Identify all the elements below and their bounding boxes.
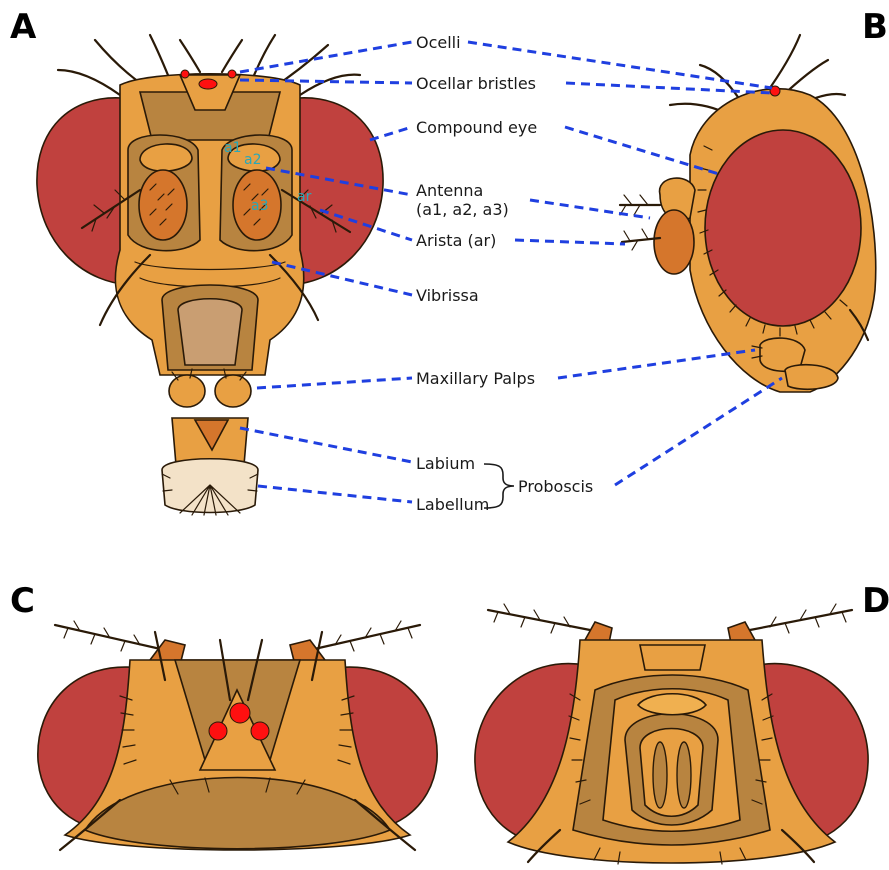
ocellar-bristle [222,40,242,72]
d-oral-cavity [640,729,703,817]
label-ocelli: Ocelli [416,33,461,52]
left-maxillary-palp [169,375,205,407]
lateral-bristle [700,65,740,100]
label-antenna-segments: (a1, a2, a3) [416,200,509,219]
leader-antenna-b [530,200,650,218]
label-labium: Labium [416,454,475,473]
lateral-labellum [785,365,838,390]
leader-labellum [258,486,412,502]
d-palp-left [653,742,667,808]
label-compound-eye: Compound eye [416,118,537,137]
tag-a3: a3 [251,198,269,214]
c-ocellus-right [251,722,269,740]
panel-c-dorsal-head [38,621,437,850]
leader-labium [240,428,412,462]
lateral-compound-eye [705,130,861,326]
panel-letter-a: A [10,7,37,47]
lateral-antenna-a3 [654,210,694,274]
leader-arista-b [515,240,625,244]
left-antenna-a3 [139,170,187,240]
tag-ar: ar [297,189,312,205]
right-maxillary-palp [215,375,251,407]
d-left-arista [488,610,590,630]
rostrum [178,299,242,365]
ocellus-left [181,70,189,78]
leader-compound-eye-a [370,127,412,140]
panel-letter-b: B [862,7,888,47]
ocellar-bristle [180,40,200,72]
c-ocellus-left [209,722,227,740]
label-vibrissa: Vibrissa [416,286,479,305]
ocellus-median [199,79,217,89]
label-arista: Arista (ar) [416,231,496,250]
tag-a2: a2 [244,152,262,168]
panel-letter-c: C [10,581,35,621]
label-proboscis: Proboscis [518,477,593,496]
panel-letter-d: D [862,581,889,621]
d-right-arista [750,610,852,630]
leader-palps-a [257,378,412,388]
d-palp-right [677,742,691,808]
orbital-bristle [58,70,120,95]
panel-d-ventral-head [475,604,868,864]
labels: Ocelli Ocellar bristles Compound eye Ant… [416,33,593,514]
label-labellum: Labellum [416,495,489,514]
tag-a1: a1 [224,140,242,156]
label-ocellar-bristles: Ocellar bristles [416,74,536,93]
d-frontal-ridge [640,645,705,670]
leader-proboscis [615,378,782,485]
ocellus-right [228,70,236,78]
orbital-bristle [300,75,360,95]
left-antenna-a2 [140,144,192,171]
label-maxillary-palps: Maxillary Palps [416,369,535,388]
label-antenna: Antenna [416,181,483,200]
leader-palps-b [558,350,755,378]
c-ocellus-median [230,703,250,723]
